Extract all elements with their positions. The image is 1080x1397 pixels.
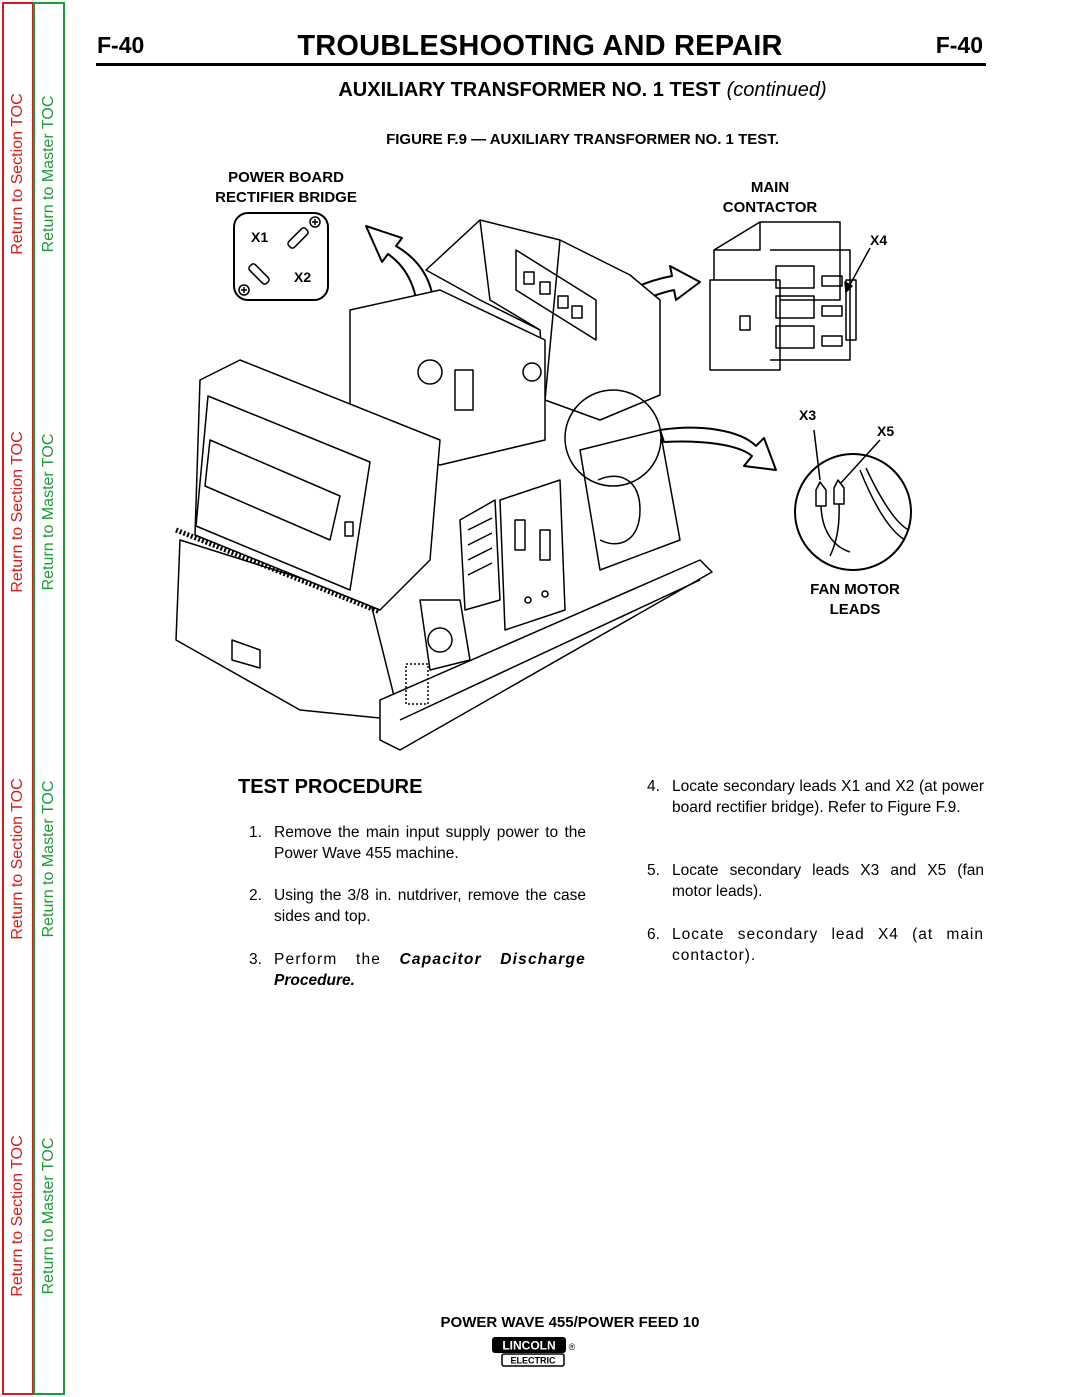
step-text-prefix: Perform the bbox=[274, 951, 400, 968]
return-to-master-toc-link[interactable]: Return to Master TOC bbox=[40, 433, 57, 591]
procedure-step: 2. Using the 3/8 in. nutdriver, remove t… bbox=[249, 885, 586, 927]
logo-registered-mark: ® bbox=[569, 1342, 576, 1352]
fan-arrow bbox=[659, 426, 777, 471]
page-title: TROUBLESHOOTING AND REPAIR bbox=[297, 30, 783, 62]
figure-caption: FIGURE F.9 — AUXILIARY TRANSFORMER NO. 1… bbox=[386, 131, 779, 148]
procedure-step: 4. Locate secondary leads X1 and X2 (at … bbox=[647, 776, 984, 818]
power-board-label-line2: RECTIFIER BRIDGE bbox=[215, 189, 357, 206]
lead-label-x1: X1 bbox=[251, 229, 269, 245]
step-number: 3. bbox=[249, 951, 262, 968]
step-number: 2. bbox=[249, 887, 262, 904]
return-to-section-toc-link[interactable]: Return to Section TOC bbox=[9, 431, 26, 593]
header-divider bbox=[96, 63, 986, 66]
step-text: Using the 3/8 in. nutdriver, remove the … bbox=[274, 887, 586, 925]
procedure-step: 5. Locate secondary leads X3 and X5 (fan… bbox=[647, 860, 984, 902]
master-toc-bar: Return to Master TOC Return to Master TO… bbox=[33, 2, 65, 1395]
main-contactor-callout: MAIN CONTACTOR bbox=[700, 178, 840, 218]
machine-illustration bbox=[175, 212, 912, 751]
footer-product-title: POWER WAVE 455/POWER FEED 10 bbox=[440, 1314, 700, 1331]
step-number: 1. bbox=[249, 824, 262, 841]
test-procedure-heading: TEST PROCEDURE bbox=[238, 776, 423, 798]
step-number: 5. bbox=[647, 862, 660, 879]
fan-motor-label-line2: LEADS bbox=[829, 601, 881, 618]
step-text: Locate secondary leads X1 and X2 (at pow… bbox=[672, 778, 984, 816]
procedure-reference: Procedure. bbox=[274, 972, 355, 989]
step-text: Locate secondary leads X3 and X5 (fan mo… bbox=[672, 862, 984, 900]
magnifier-circle bbox=[564, 389, 662, 487]
power-board-label-line1: POWER BOARD bbox=[228, 169, 344, 186]
main-contactor-label-line1: MAIN bbox=[750, 179, 790, 196]
lead-label-x5: X5 bbox=[877, 423, 895, 439]
return-to-master-toc-link[interactable]: Return to Master TOC bbox=[40, 780, 57, 938]
lincoln-electric-logo: LINCOLN ® ELECTRIC bbox=[492, 1337, 576, 1367]
procedure-step: 6. Locate secondary lead X4 (at main con… bbox=[647, 924, 984, 966]
lead-label-x2: X2 bbox=[294, 269, 312, 285]
base-and-boards bbox=[379, 429, 713, 751]
page-number-left: F-40 bbox=[97, 32, 145, 58]
return-to-section-toc-link[interactable]: Return to Section TOC bbox=[9, 1135, 26, 1297]
fan-leads-detail bbox=[794, 453, 912, 571]
main-contactor-label-line2: CONTACTOR bbox=[722, 199, 818, 216]
section-subtitle: AUXILIARY TRANSFORMER NO. 1 TEST(continu… bbox=[0, 79, 1080, 102]
logo-top-text: LINCOLN bbox=[502, 1339, 555, 1353]
rectifier-bridge-detail bbox=[233, 212, 329, 301]
subtitle-suffix: (continued) bbox=[726, 79, 827, 101]
fan-motor-label-line1: FAN MOTOR bbox=[810, 581, 900, 598]
capacitor-discharge-reference: Capacitor Discharge bbox=[399, 951, 586, 968]
lead-label-x3: X3 bbox=[799, 407, 817, 423]
section-toc-bar: Return to Section TOC Return to Section … bbox=[2, 2, 34, 1395]
main-contactor-detail bbox=[709, 221, 857, 371]
lead-label-x4: X4 bbox=[870, 232, 888, 248]
step-text: Perform the Capacitor Discharge Procedur… bbox=[249, 949, 586, 991]
x5-pointer bbox=[839, 439, 881, 485]
subtitle-main: AUXILIARY TRANSFORMER NO. 1 TEST bbox=[338, 79, 721, 101]
step-text: Remove the main input supply power to th… bbox=[274, 824, 586, 862]
power-board-callout: POWER BOARD RECTIFIER BRIDGE bbox=[196, 168, 376, 208]
return-to-section-toc-link[interactable]: Return to Section TOC bbox=[9, 778, 26, 940]
upper-bay bbox=[349, 219, 661, 466]
step-number: 6. bbox=[647, 926, 660, 943]
page-number-right: F-40 bbox=[935, 32, 983, 58]
return-to-master-toc-link[interactable]: Return to Master TOC bbox=[40, 1137, 57, 1295]
control-box bbox=[175, 359, 441, 721]
step-text: Locate secondary lead X4 (at main contac… bbox=[672, 926, 984, 964]
logo-bottom-text: ELECTRIC bbox=[511, 1356, 557, 1366]
procedure-step: 1. Remove the main input supply power to… bbox=[249, 822, 586, 864]
step-number: 4. bbox=[647, 778, 660, 795]
fan-motor-callout: FAN MOTOR LEADS bbox=[785, 580, 925, 620]
x3-pointer bbox=[813, 429, 821, 481]
procedure-step: 3. Perform the Capacitor Discharge Proce… bbox=[249, 949, 586, 991]
